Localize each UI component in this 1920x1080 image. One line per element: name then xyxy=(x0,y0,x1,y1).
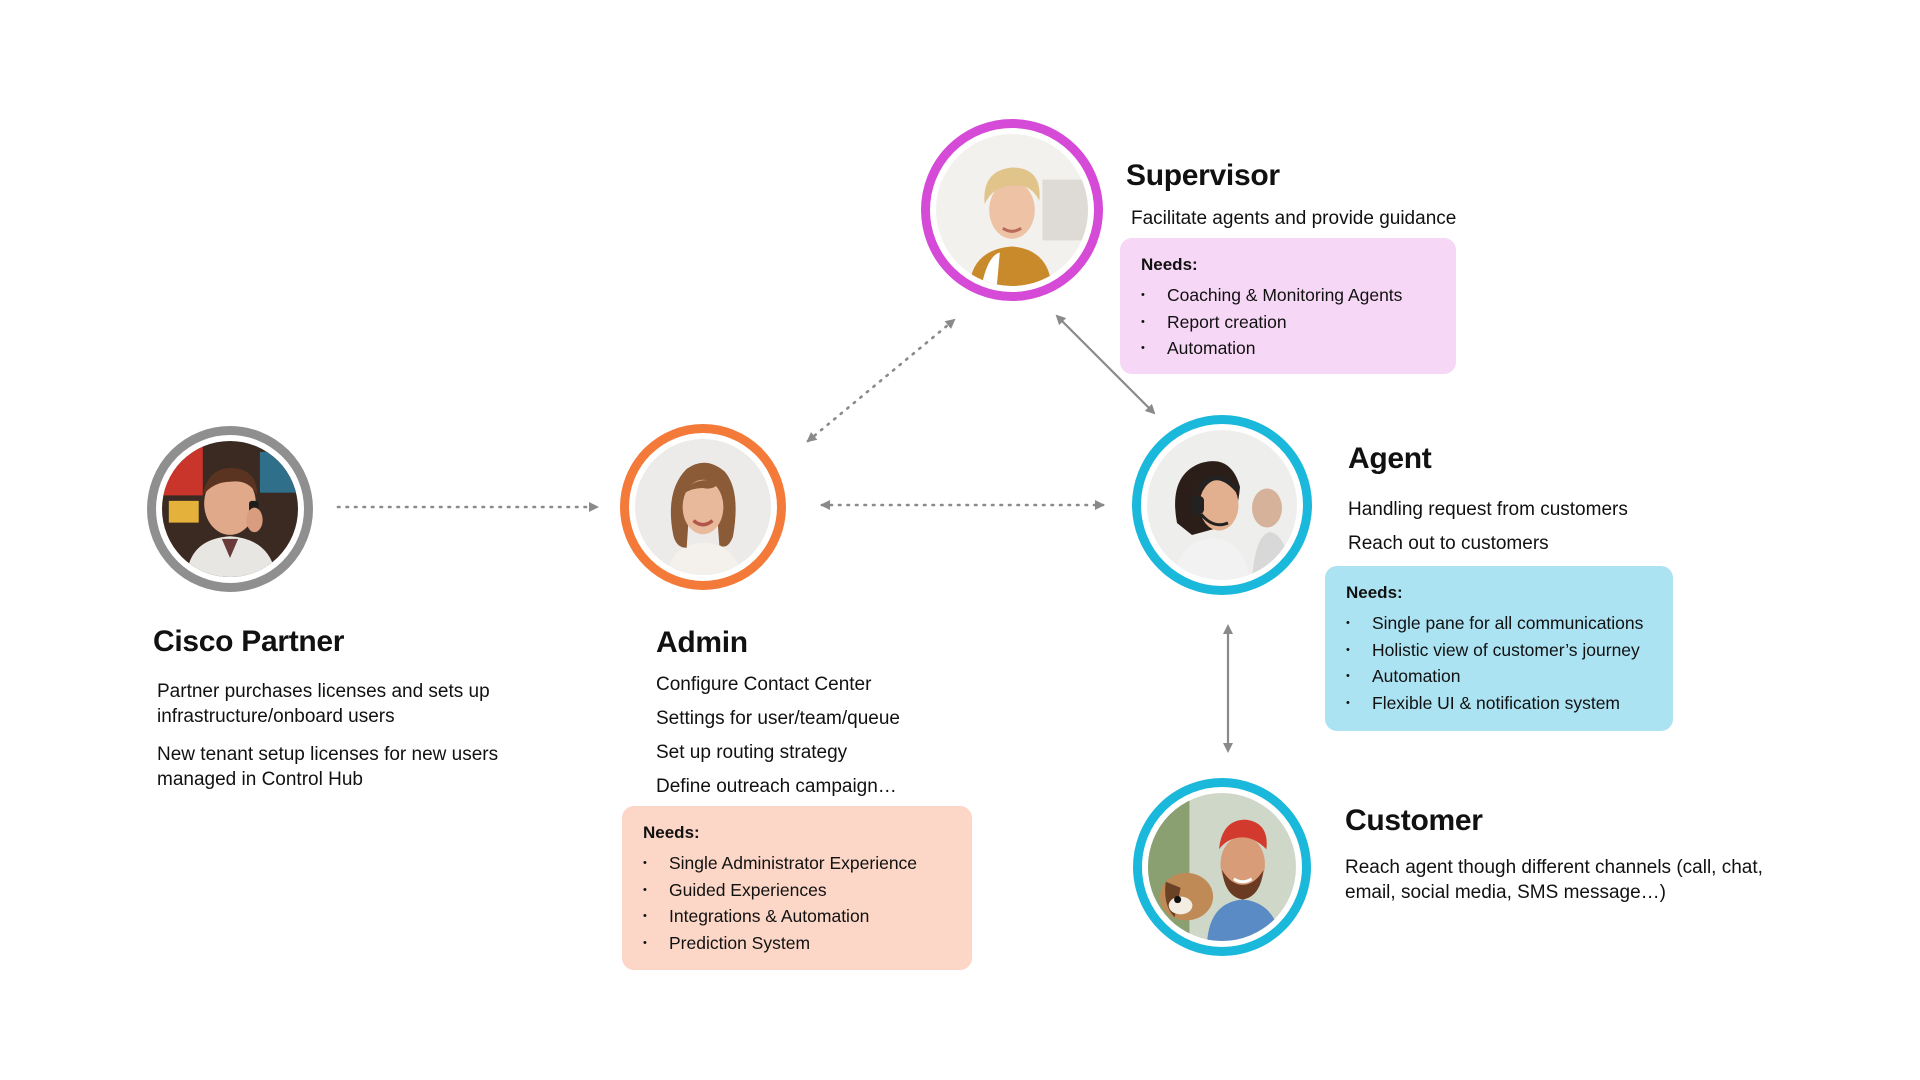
agent-need-item: Flexible UI & notification system xyxy=(1346,690,1653,717)
customer-avatar xyxy=(1133,778,1311,956)
agent-task-list: Handling request from customers Reach ou… xyxy=(1348,497,1628,565)
customer-title: Customer xyxy=(1345,804,1483,837)
admin-task: Set up routing strategy xyxy=(656,742,848,763)
cisco-partner-description-2: New tenant setup licenses for new users … xyxy=(157,744,499,790)
supervisor-avatar xyxy=(921,119,1103,301)
admin-need-item: Guided Experiences xyxy=(643,877,952,904)
connector-admin-supervisor xyxy=(806,318,956,443)
supervisor-subtitle: Facilitate agents and provide guidance xyxy=(1131,208,1457,229)
admin-task: Configure Contact Center xyxy=(656,674,872,695)
supervisor-needs-label: Needs: xyxy=(1141,255,1198,274)
person-on-phone-icon xyxy=(162,441,298,577)
customer-description: Reach agent though different channels (c… xyxy=(1345,857,1763,903)
agent-needs-list: Single pane for all communications Holis… xyxy=(1346,610,1653,716)
admin-avatar xyxy=(620,424,786,590)
admin-need-item: Prediction System xyxy=(643,930,952,957)
agent-need-item: Automation xyxy=(1346,663,1653,690)
supervisor-need-item: Coaching & Monitoring Agents xyxy=(1141,282,1436,309)
agent-needs-box: Needs: Single pane for all communication… xyxy=(1325,566,1673,731)
admin-task: Settings for user/team/queue xyxy=(656,708,900,729)
admin-need-item: Single Administrator Experience xyxy=(643,850,952,877)
admin-needs-label: Needs: xyxy=(643,823,700,842)
agent-task: Reach out to customers xyxy=(1348,533,1549,554)
supervisor-woman-icon xyxy=(936,134,1088,286)
admin-needs-box: Needs: Single Administrator Experience G… xyxy=(622,806,972,970)
agent-title: Agent xyxy=(1348,442,1432,475)
agent-need-item: Single pane for all communications xyxy=(1346,610,1653,637)
cisco-partner-title: Cisco Partner xyxy=(153,625,345,658)
cisco-partner-avatar xyxy=(147,426,313,592)
supervisor-need-item: Report creation xyxy=(1141,309,1436,336)
supervisor-need-item: Automation xyxy=(1141,335,1436,362)
smiling-woman-icon xyxy=(635,439,771,575)
agent-need-item: Holistic view of customer’s journey xyxy=(1346,637,1653,664)
cisco-partner-description-1: Partner purchases licenses and sets up i… xyxy=(157,681,490,727)
admin-needs-list: Single Administrator Experience Guided E… xyxy=(643,850,952,956)
agent-headset-icon xyxy=(1147,430,1297,580)
admin-task-list: Configure Contact Center Settings for us… xyxy=(656,672,900,808)
supervisor-needs-box: Needs: Coaching & Monitoring Agents Repo… xyxy=(1120,238,1456,374)
agent-avatar xyxy=(1132,415,1312,595)
customer-with-dog-icon xyxy=(1148,793,1296,941)
supervisor-title: Supervisor xyxy=(1126,159,1280,192)
admin-task: Define outreach campaign… xyxy=(656,776,897,797)
agent-needs-label: Needs: xyxy=(1346,583,1403,602)
supervisor-needs-list: Coaching & Monitoring Agents Report crea… xyxy=(1141,282,1436,362)
admin-title: Admin xyxy=(656,626,748,659)
admin-need-item: Integrations & Automation xyxy=(643,903,952,930)
agent-task: Handling request from customers xyxy=(1348,499,1628,520)
